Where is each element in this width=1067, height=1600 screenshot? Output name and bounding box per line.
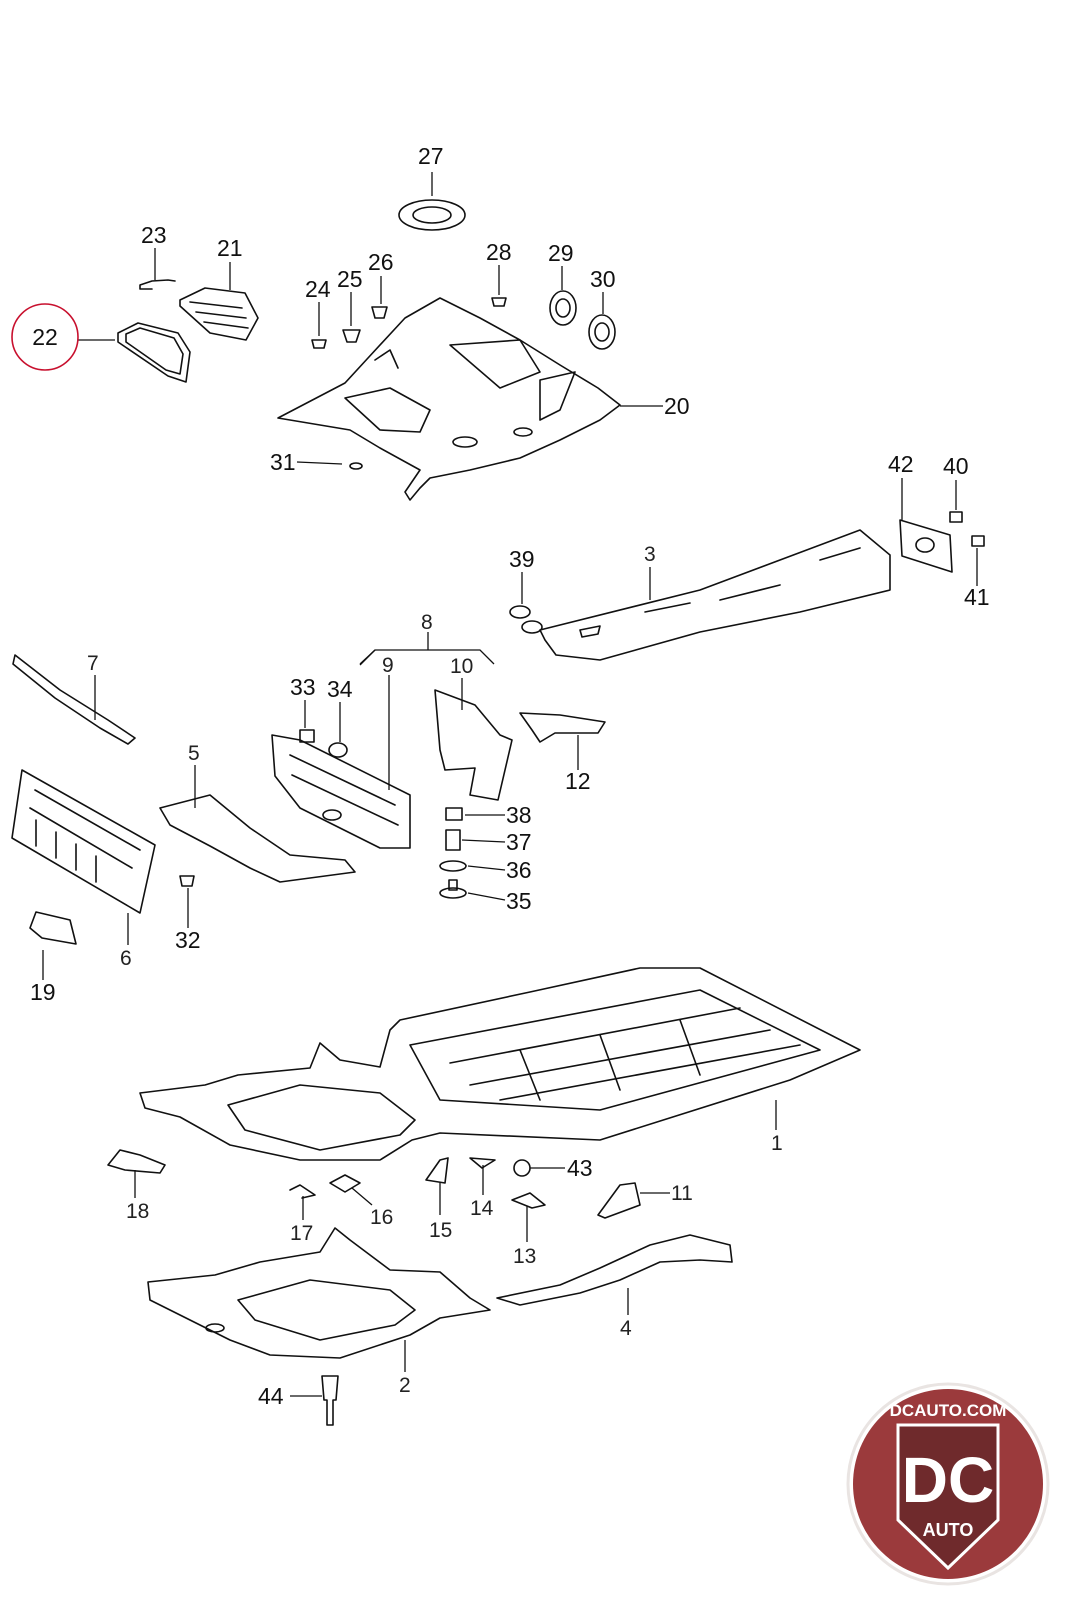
callout-10: 10: [450, 655, 473, 678]
callout-27: 27: [418, 143, 444, 169]
callout-22: 22: [32, 324, 58, 350]
callout-30: 30: [590, 266, 616, 292]
dcauto-logo: DCAUTO.COM DC AUTO: [846, 1382, 1050, 1586]
part-19-bracket: [29, 911, 77, 945]
callout-26: 26: [368, 249, 394, 275]
part-41-bolt: [971, 535, 985, 547]
callout-13: 13: [513, 1245, 536, 1268]
part-36-washer: [439, 860, 467, 872]
callout-31: 31: [270, 449, 296, 475]
callout-24: 24: [305, 276, 331, 302]
part-4-side-member: [496, 1234, 733, 1306]
callout-32: 32: [175, 927, 201, 953]
callout-19: 19: [30, 979, 56, 1005]
part-10-bracket: [434, 689, 513, 801]
part-9-cross-member: [271, 734, 411, 849]
callout-37: 37: [506, 829, 532, 855]
callout-36: 36: [506, 857, 532, 883]
part-5-cross-member: [159, 794, 356, 883]
part-31-plug: [349, 462, 363, 470]
callout-3: 3: [644, 543, 656, 566]
callout-11: 11: [671, 1182, 693, 1205]
part-11-bracket: [597, 1182, 641, 1219]
part-35-bolt: [439, 879, 467, 899]
logo-letters: DC: [902, 1444, 994, 1516]
callout-15: 15: [429, 1219, 452, 1242]
part-25-clip: [342, 329, 361, 343]
part-18-bracket: [107, 1149, 166, 1174]
part-17-clip: [289, 1184, 316, 1199]
part-22-vent-seal: [117, 322, 191, 383]
part-23-screw: [139, 279, 176, 290]
part-44-bolt: [321, 1375, 339, 1426]
callout-9: 9: [382, 654, 394, 677]
callout-39: 39: [509, 546, 535, 572]
part-30-grommet: [588, 314, 616, 350]
callout-numbers: 27 23 21 22 24 25 26 28 29 30 20 31 3 39…: [30, 143, 990, 1409]
callout-40: 40: [943, 453, 969, 479]
callout-6: 6: [120, 947, 132, 970]
part-28-plug: [491, 297, 507, 307]
leader-lines: [42, 172, 978, 1397]
callout-28: 28: [486, 239, 512, 265]
callout-35: 35: [506, 888, 532, 914]
part-34-grommet: [328, 742, 348, 758]
logo-word: AUTO: [923, 1520, 974, 1540]
part-33-nut: [299, 729, 315, 743]
callout-5: 5: [188, 742, 200, 765]
callout-43: 43: [567, 1155, 593, 1181]
callout-14: 14: [470, 1197, 494, 1220]
part-37-spacer: [445, 829, 461, 851]
part-13-bracket: [511, 1192, 546, 1209]
part-43-plug: [513, 1159, 531, 1177]
callout-42: 42: [888, 451, 914, 477]
part-32-plug: [179, 875, 195, 887]
part-21-vent-grille: [179, 287, 259, 341]
callout-18: 18: [126, 1200, 149, 1223]
part-6-rear-panel: [11, 769, 156, 914]
callout-34: 34: [327, 676, 353, 702]
callout-33: 33: [290, 674, 316, 700]
part-24-plug: [311, 339, 327, 349]
part-29-grommet: [549, 290, 577, 326]
part-42-plate: [899, 519, 953, 573]
part-14-clip: [469, 1157, 496, 1169]
callout-25: 25: [337, 266, 363, 292]
callout-23: 23: [141, 222, 167, 248]
part-12-bracket: [519, 712, 606, 743]
callout-1: 1: [771, 1132, 783, 1155]
part-39-grommet: [509, 605, 543, 634]
callout-2: 2: [399, 1374, 411, 1397]
callout-8: 8: [421, 611, 433, 634]
part-1-floor-pan: [139, 967, 861, 1161]
part-15-bracket: [425, 1157, 449, 1184]
part-38-nut: [445, 807, 463, 821]
part-40-bolt: [949, 511, 963, 523]
callout-7: 7: [87, 652, 99, 675]
part-16-clip: [329, 1174, 361, 1193]
callout-20: 20: [664, 393, 690, 419]
part-7-strip: [12, 654, 136, 745]
part-27-grommet: [398, 199, 466, 231]
callout-16: 16: [370, 1206, 393, 1229]
part-2-floor-section: [147, 1227, 491, 1359]
callout-38: 38: [506, 802, 532, 828]
part-26-clip: [371, 306, 388, 319]
callout-44: 44: [258, 1383, 284, 1409]
callout-4: 4: [620, 1317, 632, 1340]
callout-17: 17: [290, 1222, 313, 1245]
callout-41: 41: [964, 584, 990, 610]
part-20-front-floor-panel: [277, 297, 621, 501]
part-3-center-tunnel: [539, 529, 891, 661]
logo-site-text: DCAUTO.COM: [890, 1401, 1007, 1420]
callout-12: 12: [565, 768, 591, 794]
callout-21: 21: [217, 235, 243, 261]
highlight-circle: [11, 303, 79, 371]
callout-29: 29: [548, 240, 574, 266]
